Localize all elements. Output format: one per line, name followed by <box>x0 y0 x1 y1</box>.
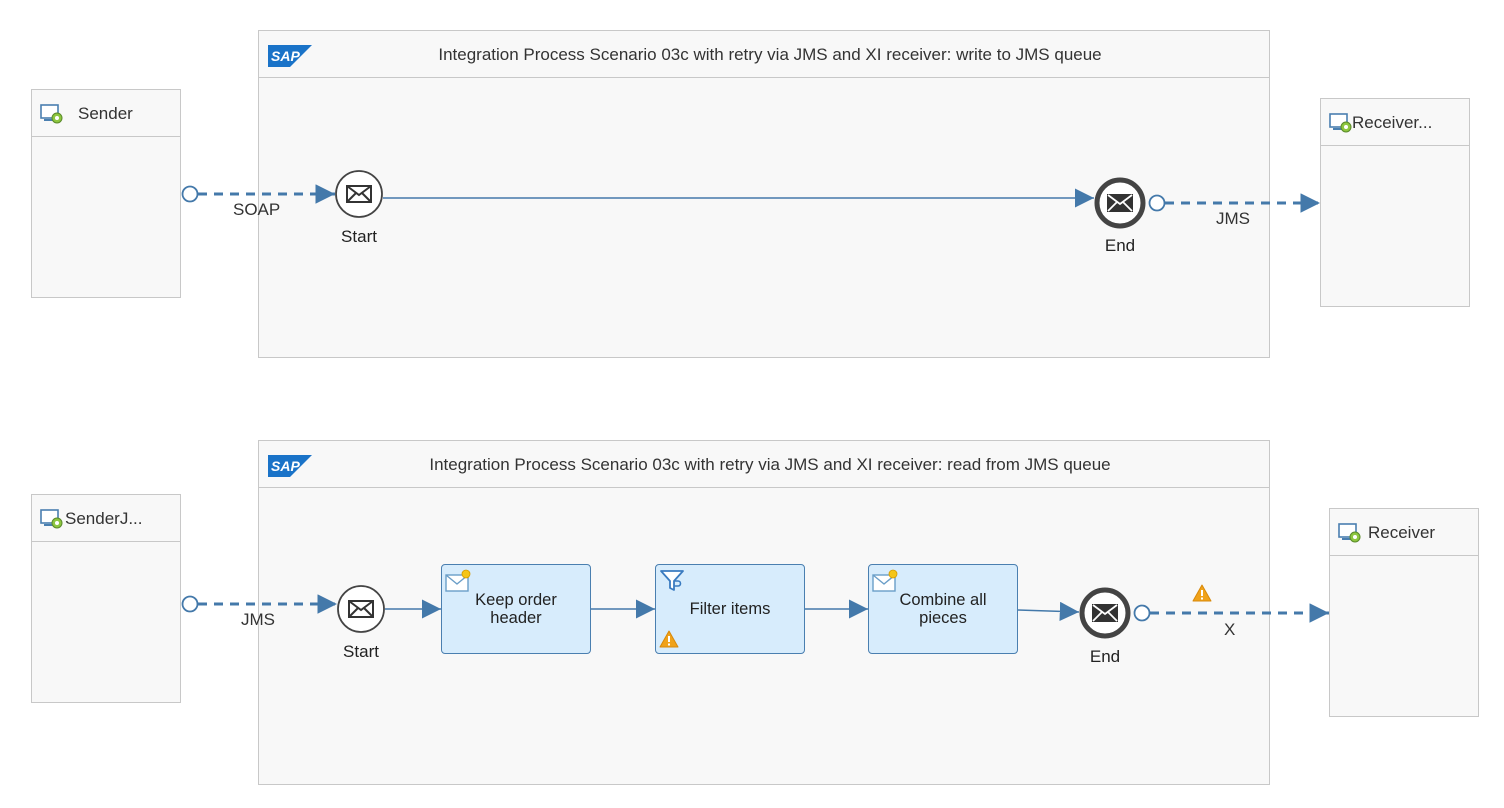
receiver-participant-2[interactable]: Receiver <box>1329 508 1479 717</box>
participant-header: Sender <box>32 90 180 137</box>
start-event-1[interactable] <box>335 170 383 218</box>
task-label: Filter items <box>689 600 771 618</box>
channel-label-jms-in[interactable]: JMS <box>241 610 275 629</box>
message-flow-xi-out[interactable] <box>1133 603 1330 623</box>
pool-title: Integration Process Scenario 03c with re… <box>438 45 1102 64</box>
participant-header: Receiver <box>1330 509 1478 556</box>
participant-name: Receiver... <box>1352 113 1433 132</box>
start-event-label: Start <box>343 642 379 661</box>
message-flow-soap[interactable] <box>181 184 336 204</box>
task-keep-order-header[interactable]: Keep order header <box>441 564 591 654</box>
sequence-flow-task3-end[interactable] <box>1017 601 1080 621</box>
end-event-label: End <box>1089 647 1121 666</box>
channel-label-soap[interactable]: SOAP <box>233 200 281 219</box>
end-event-2[interactable] <box>1079 587 1131 639</box>
task-label: Combine all pieces <box>899 591 987 627</box>
sender-jms-participant[interactable]: SenderJ... <box>31 494 181 703</box>
start-event-2[interactable] <box>337 585 385 633</box>
sender-participant[interactable]: Sender <box>31 89 181 298</box>
task-combine-all-pieces[interactable]: Combine all pieces <box>868 564 1018 654</box>
receiver-participant[interactable]: Receiver... <box>1320 98 1470 307</box>
task-filter-items[interactable]: Filter items <box>655 564 805 654</box>
pool-header: Integration Process Scenario 03c with re… <box>259 31 1269 78</box>
participant-name: Receiver <box>1368 523 1436 542</box>
task-label: Keep order header <box>475 591 557 627</box>
channel-label-x[interactable]: X <box>1224 620 1236 639</box>
pool-header: Integration Process Scenario 03c with re… <box>259 441 1269 488</box>
end-event-1[interactable] <box>1094 177 1146 229</box>
message-flow-jms-in[interactable] <box>181 594 338 614</box>
end-event-label: End <box>1104 236 1136 255</box>
channel-label-jms-out[interactable]: JMS <box>1216 209 1250 228</box>
start-event-label: Start <box>341 227 377 246</box>
participant-name: SenderJ... <box>65 509 143 528</box>
channel-warning-icon[interactable] <box>1192 584 1212 602</box>
participant-name: Sender <box>78 104 133 123</box>
participant-header: Receiver... <box>1321 99 1469 146</box>
participant-header: SenderJ... <box>32 495 180 542</box>
pool-title: Integration Process Scenario 03c with re… <box>429 455 1111 474</box>
message-flow-jms-out[interactable] <box>1148 193 1321 213</box>
